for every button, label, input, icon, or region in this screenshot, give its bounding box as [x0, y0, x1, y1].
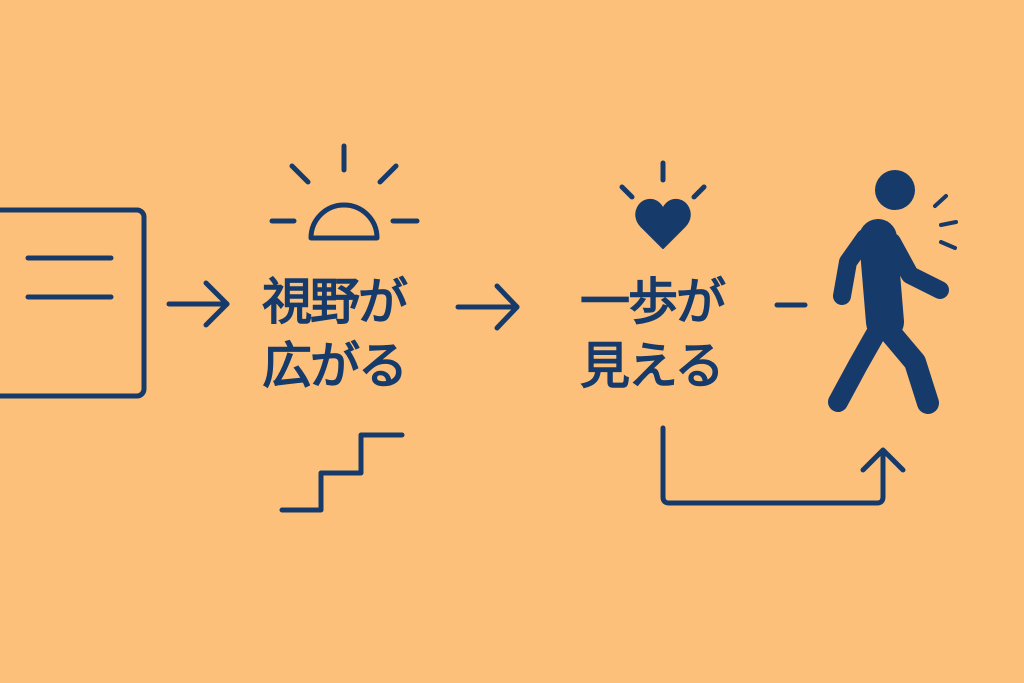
arrow-right-icon	[455, 283, 520, 331]
arrow-right-icon	[166, 280, 230, 328]
label-line: 一歩が	[580, 273, 726, 331]
heart-icon	[619, 160, 707, 249]
sunrise-icon	[269, 143, 420, 241]
label-line: 見える	[580, 337, 725, 395]
label-line: 広がる	[262, 337, 408, 395]
step-label-view-widens: 視野が 広がる	[262, 270, 408, 398]
step-label-next-step-visible: 一歩が 見える	[580, 270, 726, 398]
walking-person-icon	[828, 170, 958, 414]
document-icon	[0, 207, 147, 399]
return-arrow-icon	[660, 425, 906, 506]
stairs-icon	[279, 432, 405, 513]
label-line: 視野が	[262, 273, 408, 331]
